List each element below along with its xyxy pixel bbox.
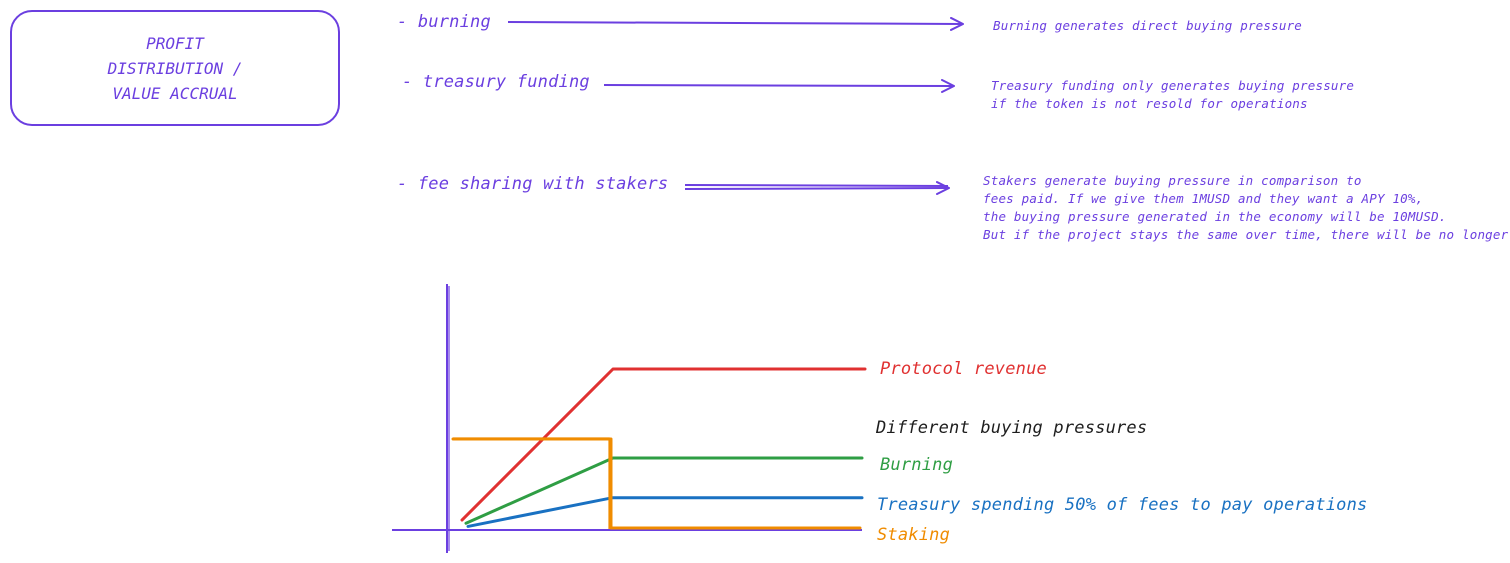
series-line-staking	[451, 437, 862, 530]
description-line: Stakers generate buying pressure in comp…	[983, 173, 1362, 188]
arrow-fee-sharing-shaft-top	[684, 184, 949, 187]
arrow-burning	[507, 16, 964, 31]
description-line: But if the project stays the same over t…	[983, 227, 1509, 242]
description-burning: Burning generates direct buying pressure	[993, 17, 1302, 35]
description-line: fees paid. If we give them 1MUSD and the…	[983, 191, 1424, 206]
description-line: if the token is not resold for operation…	[991, 96, 1308, 111]
arrow-treasury-funding	[603, 78, 955, 93]
series-line-treasury	[466, 496, 864, 528]
series-label-staking: Staking	[877, 525, 951, 545]
arrow-fee-sharing	[684, 181, 950, 196]
title-box: PROFIT DISTRIBUTION / VALUE ACCRUAL	[10, 10, 340, 126]
description-line: Treasury funding only generates buying p…	[991, 78, 1355, 93]
description-line: Burning generates direct buying pressure	[993, 18, 1303, 33]
mechanism-label-treasury-funding: - treasury funding	[402, 72, 590, 92]
description-treasury-funding: Treasury funding only generates buying p…	[991, 77, 1354, 113]
chart-series-group	[451, 367, 867, 530]
mechanism-label-burning: - burning	[397, 12, 491, 32]
series-line-protocol-revenue	[460, 367, 867, 522]
series-label-burning: Burning	[880, 455, 954, 475]
title-text: PROFIT DISTRIBUTION / VALUE ACCRUAL	[107, 33, 243, 103]
series-label-protocol-revenue: Protocol revenue	[880, 359, 1047, 379]
series-line-burning	[464, 456, 864, 525]
series-line-staking-sketch	[453, 437, 610, 529]
chart-caption: Different buying pressures	[876, 418, 1148, 438]
series-label-treasury: Treasury spending 50% of fees to pay ope…	[877, 495, 1368, 515]
description-fee-sharing: Stakers generate buying pressure in comp…	[983, 172, 1508, 244]
mechanism-label-fee-sharing: - fee sharing with stakers	[397, 174, 669, 194]
description-line: the buying pressure generated in the eco…	[983, 209, 1447, 224]
